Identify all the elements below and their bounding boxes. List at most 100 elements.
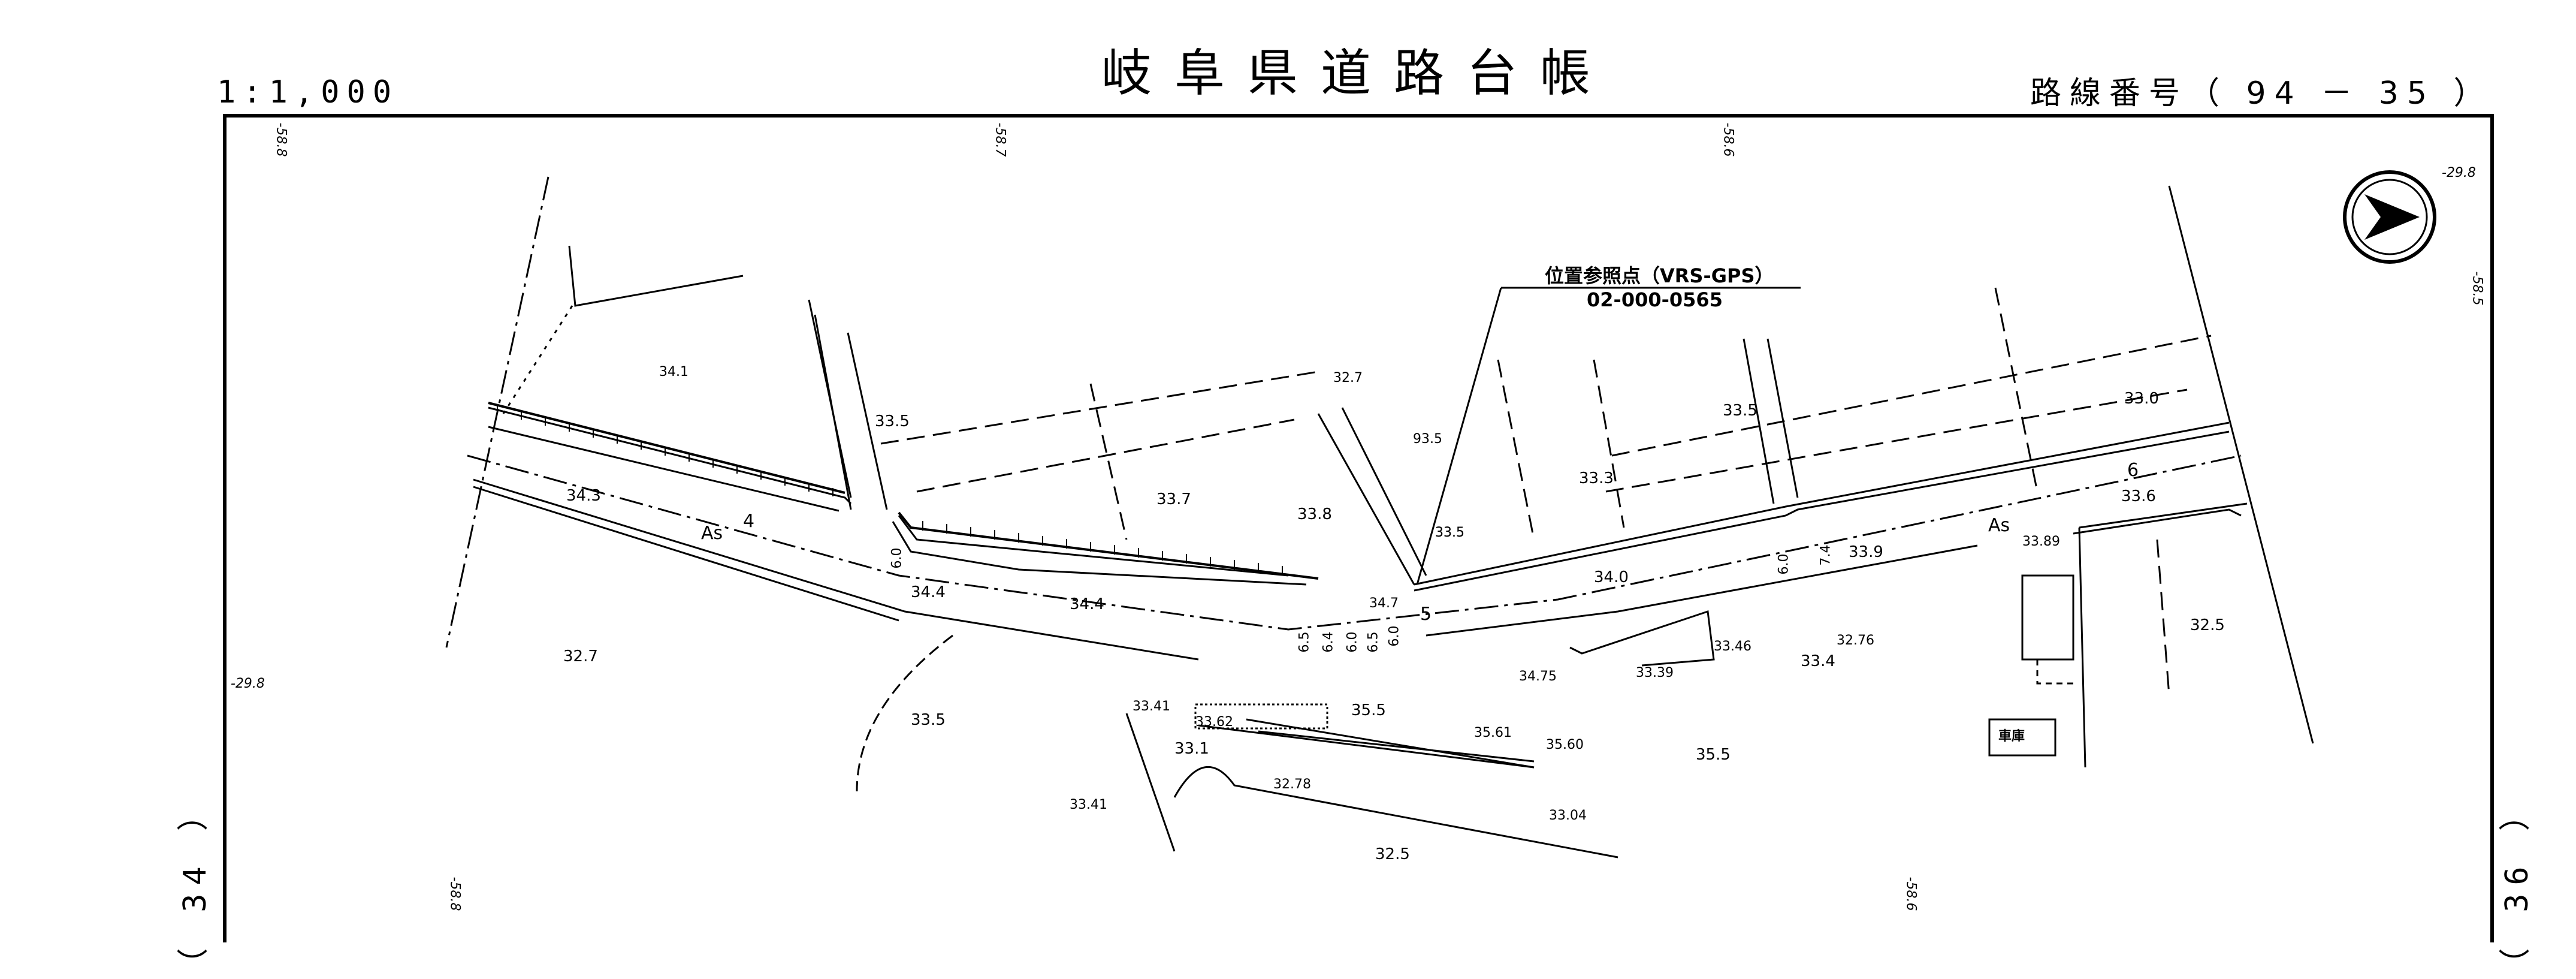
road-edge-right-north-2 [1414, 421, 2230, 586]
elevation-label: 34.0 [1594, 568, 1629, 586]
map-frame [223, 114, 2494, 942]
reference-point-label: 位置参照点（VRS-GPS） [1545, 264, 1774, 287]
boundary-line-1 [808, 299, 852, 498]
field-dotted [502, 305, 573, 414]
property-line-1 [2078, 527, 2086, 768]
pavement-label: As [1988, 515, 2010, 536]
road-edge-inner-2 [898, 515, 1289, 577]
parcel-line-7 [1497, 359, 1535, 540]
retaining-wall-middle [898, 511, 1319, 580]
road-width: 6.0 [1387, 625, 1402, 647]
retaining-wall-north [488, 402, 845, 494]
elevation-label: 35.60 [1546, 737, 1584, 752]
parcel-line-8 [1593, 359, 1625, 528]
elevation-label: 32.5 [1375, 845, 1410, 863]
elevation-label: 33.5 [1723, 402, 1757, 420]
elevation-label: 32.76 [1837, 633, 1874, 648]
elevation-label: 33.0 [2124, 390, 2159, 408]
grid-label: -29.8 [231, 676, 265, 691]
building-dashed [2036, 659, 2073, 685]
branch-road-right-2 [1766, 338, 1799, 498]
elevation-label: 33.46 [1714, 639, 1751, 654]
elevation-label: 34.75 [1519, 669, 1557, 684]
elevation-label: 33.5 [1435, 525, 1464, 540]
grid-label: -58.7 [992, 122, 1008, 157]
road-width: 6.0 [1776, 553, 1792, 575]
branch-road-center-1 [1317, 413, 1415, 585]
elevation-label: 34.4 [1070, 595, 1104, 613]
route-marker: 4 [743, 511, 755, 532]
north-arrow-icon [2343, 170, 2436, 264]
route-number: 路線番号（ 94 － 35 ） [2030, 76, 2493, 112]
elevation-label: 93.5 [1413, 432, 1442, 447]
elevation-label: 33.89 [2022, 534, 2060, 549]
elevation-label: 33.41 [1133, 699, 1170, 714]
elevation-label: 33.6 [2121, 487, 2156, 505]
pavement-label: As [701, 523, 723, 544]
elevation-label: 34.7 [1369, 596, 1399, 611]
elevation-label: 34.1 [659, 365, 688, 379]
elevation-label: 33.62 [1195, 715, 1233, 730]
parcel-line-4 [1611, 335, 2212, 457]
elevation-label: 33.04 [1549, 808, 1587, 823]
elevation-label: 33.9 [1849, 543, 1883, 561]
grid-label: -58.6 [1720, 122, 1736, 157]
road-centerline [467, 454, 2242, 631]
garage-building [1988, 718, 2056, 757]
road-edge-south [473, 478, 1199, 661]
grid-label: -58.6 [1903, 876, 1919, 911]
garage-label: 車庫 [1998, 729, 2025, 744]
road-width: 6.5 [1297, 631, 1312, 653]
road-width: 7.4 [1818, 544, 1834, 566]
road-edge-right-south-2 [2073, 508, 2242, 535]
elevation-label: 32.7 [563, 647, 598, 665]
route-marker: 5 [1420, 604, 1432, 625]
elevation-label: 32.7 [1333, 370, 1363, 385]
road-width: 6.5 [1366, 631, 1381, 653]
parcel-line-6 [1994, 287, 2039, 492]
elevation-label: 33.4 [1801, 652, 1835, 670]
grid-label: -29.8 [2442, 165, 2476, 180]
lower-road-1 [1125, 713, 1176, 852]
parcel-line-1 [880, 370, 1319, 445]
lower-road-4 [1246, 718, 1535, 769]
leader-line [1416, 287, 1502, 585]
lower-edge [1198, 724, 1535, 769]
field-outline [568, 245, 744, 307]
road-edge-inner [892, 521, 1307, 586]
elevation-label: 33.1 [1174, 740, 1209, 758]
elevation-label: 33.5 [911, 711, 946, 729]
branch-road-left-2 [847, 332, 888, 510]
boundary-line-2 [2168, 185, 2314, 744]
elevation-label: 35.61 [1474, 725, 1512, 740]
route-marker: 6 [2127, 460, 2139, 481]
elevation-label: 33.8 [1297, 505, 1332, 523]
road-width: 6.0 [889, 547, 905, 569]
road-edge-right-south [1426, 544, 1978, 637]
elevation-label: 33.5 [1435, 525, 1464, 540]
concrete-wall-right [1569, 610, 1715, 667]
grid-label: -58.5 [2469, 271, 2485, 306]
elevation-label: 32.78 [1273, 777, 1311, 792]
reference-point-code: 02-000-0565 [1587, 288, 1723, 311]
elevation-label: 33.39 [1636, 665, 1674, 680]
grid-label: -58.8 [447, 876, 463, 911]
culvert [1194, 703, 1328, 730]
road-edge-north-2 [488, 426, 839, 512]
road-map-drawing [445, 170, 2436, 858]
elevation-label: 35.5 [1696, 746, 1731, 764]
road-edge-north [488, 406, 852, 505]
branch-road-right-1 [1743, 338, 1775, 504]
elevation-label: 34.4 [911, 583, 946, 601]
elevation-label: 33.7 [1156, 490, 1191, 508]
elevation-label: 33.41 [1070, 797, 1107, 812]
elevation-label: 35.5 [1351, 701, 1386, 719]
elevation-label: 32.5 [2190, 616, 2225, 634]
road-edge-south-2 [473, 486, 899, 622]
parcel-line-3 [1089, 383, 1128, 540]
parcel-line-5 [1605, 388, 2188, 493]
building-right [2021, 574, 2074, 661]
property-line-2 [2156, 539, 2170, 696]
embankment [856, 634, 953, 792]
elevation-label: 33.5 [875, 412, 910, 430]
